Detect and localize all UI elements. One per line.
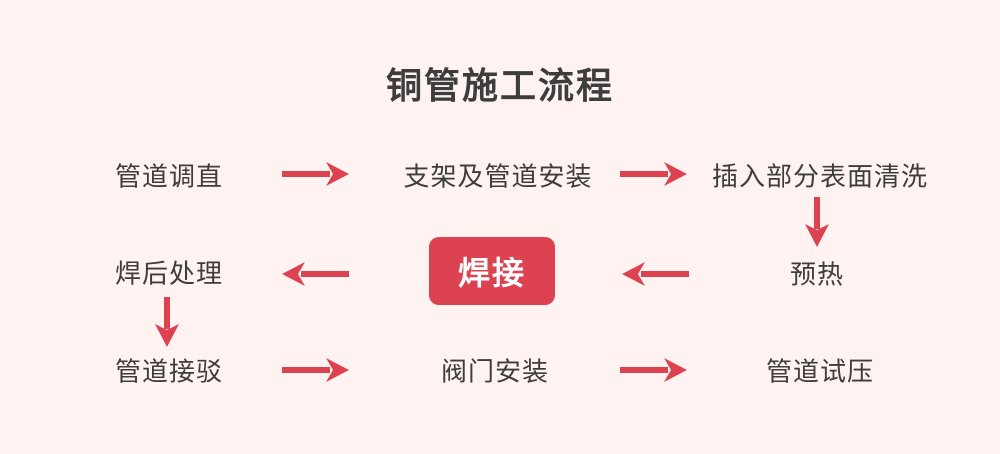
- arrow-down-icon: [804, 196, 830, 248]
- arrow-left-icon: [621, 261, 691, 287]
- arrow-right-icon: [280, 161, 350, 187]
- arrow-right-icon: [618, 161, 688, 187]
- node-pipe-connection: 管道接驳: [114, 356, 224, 387]
- node-insert-surface-cleaning: 插入部分表面清洗: [711, 161, 929, 192]
- node-welding: 焊接: [429, 237, 555, 305]
- node-valve-install: 阀门安装: [440, 356, 550, 387]
- arrow-right-icon: [280, 357, 350, 383]
- page-title: 铜管施工流程: [385, 65, 614, 106]
- node-preheat: 预热: [789, 259, 845, 290]
- node-post-weld-treatment: 焊后处理: [114, 258, 224, 289]
- node-bracket-and-pipe-install: 支架及管道安装: [403, 161, 593, 192]
- arrow-left-icon: [281, 261, 351, 287]
- node-pipe-straightening: 管道调直: [114, 161, 224, 192]
- arrow-right-icon: [618, 357, 688, 383]
- arrow-down-icon: [154, 296, 180, 348]
- node-pipe-pressure-test: 管道试压: [765, 356, 875, 387]
